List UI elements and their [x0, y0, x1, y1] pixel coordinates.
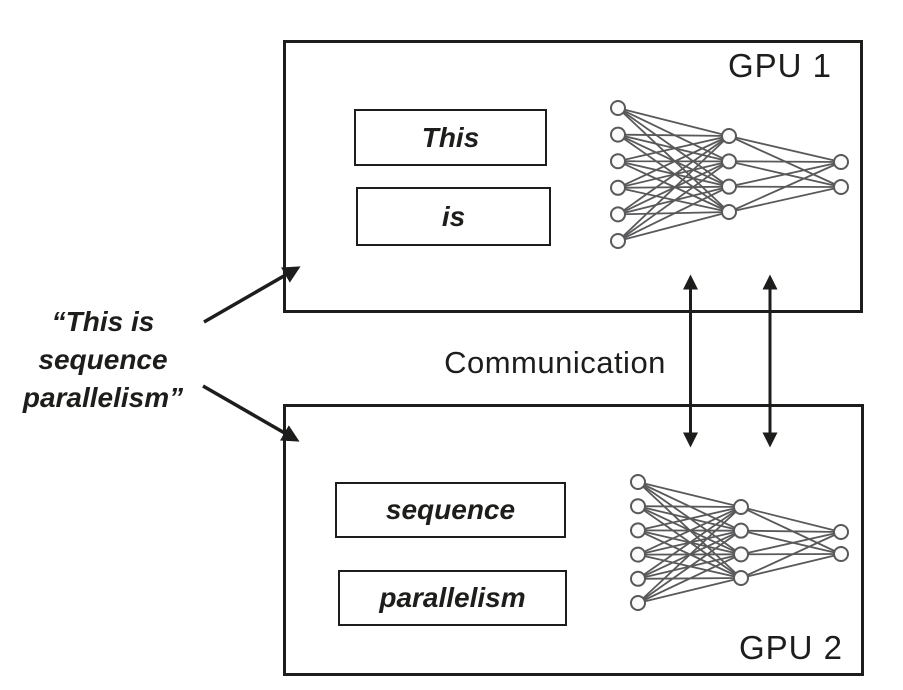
token-box-sequence: sequence	[335, 482, 566, 538]
quote-arrow-to-gpu2	[202, 384, 300, 442]
quote-text: “This is sequence parallelism”	[4, 303, 202, 417]
gpu2-label: GPU 2	[738, 629, 843, 666]
token-box-parallelism: parallelism	[338, 570, 567, 626]
quote-line-3: parallelism”	[22, 382, 184, 413]
communication-label: Communication	[444, 345, 666, 380]
quote-line-2: sequence	[38, 344, 168, 375]
gpu1-label: GPU 1	[727, 47, 832, 84]
quote-line-1: “This is	[51, 306, 155, 337]
gpu1-box: GPU 1 This is	[283, 40, 863, 313]
token-box-is: is	[356, 187, 551, 246]
token-box-this: This	[354, 109, 547, 166]
gpu2-box: GPU 2 sequence parallelism	[283, 404, 864, 676]
